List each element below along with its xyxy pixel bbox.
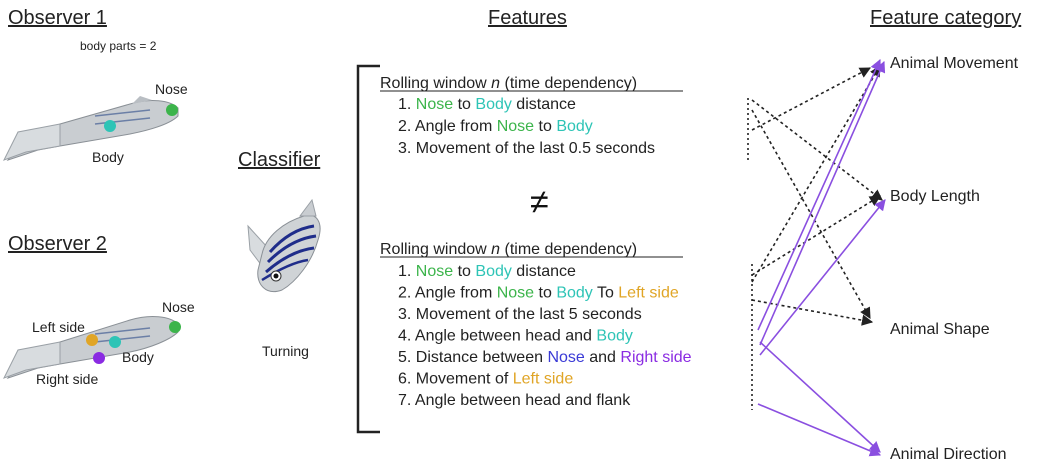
- feature-item-text: to: [453, 96, 475, 113]
- feature-item-text: Angle between head and flank: [415, 392, 631, 409]
- feature-item-text: Nose: [416, 96, 453, 113]
- category-animal-shape: Animal Shape: [890, 321, 990, 338]
- feature-set-1-item: 3. Movement of the last 0.5 seconds: [398, 140, 655, 157]
- feature-item-number: 3.: [398, 140, 416, 157]
- arrow-set2-to-shape: [751, 299, 874, 326]
- feature-set-2: Rolling window n (time dependency) 1. No…: [380, 241, 692, 409]
- header-classifier: Classifier: [238, 149, 321, 171]
- arrow-set1-to-shape: [751, 109, 871, 319]
- header-observer-2: Observer 2: [8, 233, 107, 255]
- purple-arrow-to-direction-2: [757, 403, 882, 457]
- observer1-nose-marker: [166, 104, 178, 116]
- observer2-right-side-marker: [93, 352, 105, 364]
- feature-set-1-item: 2. Angle from Nose to Body: [398, 118, 593, 135]
- observer2-body-marker: [109, 336, 121, 348]
- feature-item-text: Nose: [547, 349, 584, 366]
- observer1-body-parts-label: body parts = 2: [80, 39, 157, 53]
- classifier-fish-illustration: [247, 198, 321, 292]
- classifier-behavior-label: Turning: [262, 343, 309, 359]
- observer2-nose-marker: [169, 321, 181, 333]
- arrow-set2-to-body-length: [751, 195, 881, 276]
- feature-item-text: Movement of the last 0.5 seconds: [416, 140, 655, 157]
- feature-set-2-item: 5. Distance between Nose and Right side: [398, 349, 692, 366]
- feature-set-1: Rolling window n (time dependency) 1. No…: [380, 75, 683, 157]
- feature-item-text: Angle from: [415, 118, 497, 135]
- feature-item-text: to: [534, 118, 556, 135]
- observer1-body-marker: [104, 120, 116, 132]
- category-animal-direction: Animal Direction: [890, 446, 1006, 463]
- feature-set-2-item: 3. Movement of the last 5 seconds: [398, 306, 642, 323]
- feature-item-number: 6.: [398, 371, 416, 388]
- purple-arrows: [757, 58, 886, 457]
- feature-item-text: and: [585, 349, 621, 366]
- feature-item-text: Nose: [416, 263, 453, 280]
- observer2-left-side-marker: [86, 334, 98, 346]
- feature-item-text: Nose: [497, 118, 534, 135]
- feature-item-text: Body: [596, 328, 632, 345]
- category-animal-movement: Animal Movement: [890, 55, 1019, 72]
- feature-item-text: Left side: [618, 285, 679, 302]
- feature-item-number: 7.: [398, 392, 415, 409]
- feature-item-text: Movement of the last 5 seconds: [416, 306, 642, 323]
- feature-set-2-title: Rolling window n (time dependency): [380, 241, 637, 258]
- purple-arrow-to-direction-1: [759, 341, 881, 453]
- observer2-left-side-label: Left side: [32, 319, 85, 335]
- observer2-body-label: Body: [122, 349, 154, 365]
- feature-item-number: 2.: [398, 118, 415, 135]
- feature-item-number: 5.: [398, 349, 416, 366]
- observer1-body-label: Body: [92, 149, 124, 165]
- feature-item-text: Angle from: [415, 285, 497, 302]
- feature-item-number: 3.: [398, 306, 416, 323]
- observer2-right-side-label: Right side: [36, 371, 98, 387]
- feature-item-number: 2.: [398, 285, 415, 302]
- feature-item-text: Nose: [497, 285, 534, 302]
- feature-set-2-item: 7. Angle between head and flank: [398, 392, 631, 409]
- purple-arrow-to-body-length: [759, 199, 886, 356]
- observer2-fish-illustration: [2, 316, 179, 379]
- not-equal-symbol: ≠: [530, 183, 549, 221]
- category-body-length: Body Length: [890, 188, 980, 205]
- feature-item-text: Body: [556, 285, 592, 302]
- purple-arrow-to-movement-1: [757, 58, 881, 331]
- header-feature-category: Feature category: [870, 7, 1021, 29]
- feature-item-number: 4.: [398, 328, 415, 345]
- feature-item-text: to: [453, 263, 475, 280]
- feature-item-text: Movement of: [416, 371, 513, 388]
- feature-bracket: [356, 64, 380, 434]
- feature-item-text: Right side: [620, 349, 691, 366]
- arrow-set2-to-movement: [751, 65, 881, 283]
- feature-item-text: to: [534, 285, 556, 302]
- feature-set-1-title: Rolling window n (time dependency): [380, 75, 637, 92]
- feature-item-text: Body: [475, 263, 511, 280]
- feature-set-2-item: 4. Angle between head and Body: [398, 328, 633, 345]
- feature-item-text: distance: [512, 263, 576, 280]
- purple-arrow-to-movement-2: [759, 60, 886, 346]
- feature-item-text: Body: [475, 96, 511, 113]
- observer1-fish-illustration: [2, 96, 179, 161]
- feature-set-2-item: 2. Angle from Nose to Body To Left side: [398, 285, 679, 302]
- feature-set-1-item: 1. Nose to Body distance: [398, 96, 576, 113]
- feature-item-text: Left side: [513, 371, 574, 388]
- feature-item-text: Body: [556, 118, 592, 135]
- feature-item-text: Distance between: [416, 349, 548, 366]
- feature-set-2-item: 6. Movement of Left side: [398, 371, 573, 388]
- feature-item-number: 1.: [398, 263, 416, 280]
- feature-item-number: 1.: [398, 96, 416, 113]
- arrow-set1-to-body-length: [751, 99, 883, 201]
- feature-item-text: distance: [512, 96, 576, 113]
- observer1-nose-label: Nose: [155, 81, 188, 97]
- header-observer-1: Observer 1: [8, 7, 107, 29]
- arrow-set1-to-movement: [751, 67, 871, 131]
- header-features: Features: [488, 7, 567, 29]
- observer2-nose-label: Nose: [162, 299, 195, 315]
- dotted-arrows: [751, 65, 883, 326]
- feature-set-2-item: 1. Nose to Body distance: [398, 263, 576, 280]
- feature-item-text: Angle between head and: [415, 328, 596, 345]
- feature-item-text: To: [593, 285, 619, 302]
